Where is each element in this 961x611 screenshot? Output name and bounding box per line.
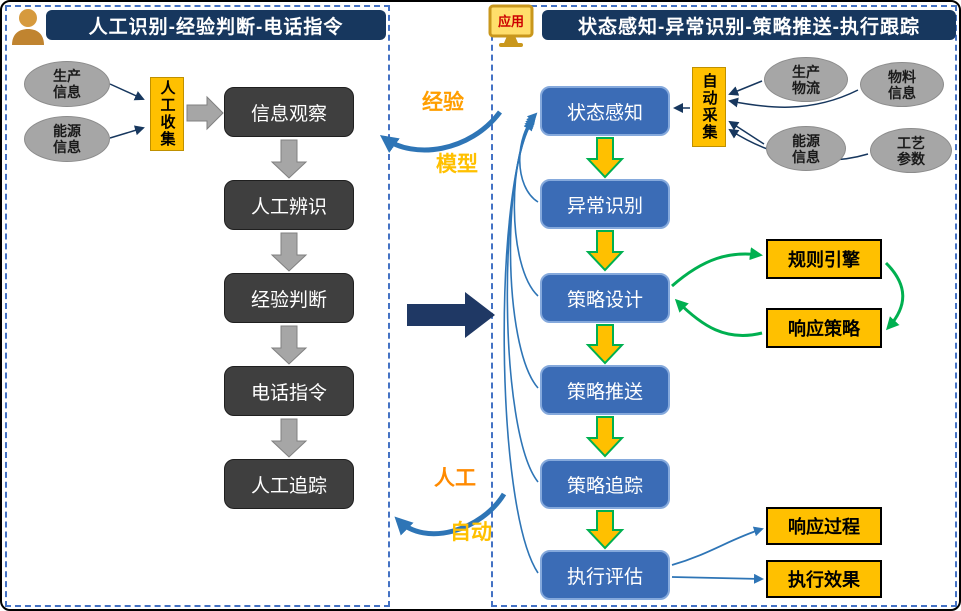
manual-auto-swoosh-arrow <box>394 492 507 537</box>
right-panel <box>491 5 957 607</box>
step-execution-evaluate: 执行评估 <box>540 550 670 600</box>
person-icon <box>12 9 44 45</box>
ellipse-label: 工艺参数 <box>897 134 925 167</box>
box-rule-engine: 规则引擎 <box>766 239 882 279</box>
feedback-arrows <box>503 112 539 574</box>
ellipse-material-info: 物料信息 <box>860 62 944 107</box>
application-monitor-icon: 应用 <box>488 4 534 47</box>
step-state-perception: 状态感知 <box>540 86 670 136</box>
manual-collect-box: 人工收集 <box>150 77 184 151</box>
collector-to-step-arrow <box>186 95 224 131</box>
big-transform-arrow <box>407 292 495 338</box>
label-auto: 自动 <box>450 521 492 544</box>
step-phone-command: 电话指令 <box>224 366 354 416</box>
ellipse-label: 物料信息 <box>888 68 916 101</box>
left-title: 人工识别-经验判断-电话指令 <box>46 10 386 40</box>
ellipse-label: 能源信息 <box>53 123 81 155</box>
ellipse-energy-info-left: 能源信息 <box>24 116 110 162</box>
left-panel <box>5 5 390 607</box>
box-response-strategy: 响应策略 <box>766 308 882 348</box>
right-title: 状态感知-异常识别-策略推送-执行跟踪 <box>542 10 956 40</box>
ellipse-energy-info-right: 能源信息 <box>766 126 846 171</box>
label-manual: 人工 <box>434 467 476 490</box>
experience-model-swoosh-arrow <box>379 110 502 153</box>
ellipse-label: 能源信息 <box>792 132 820 165</box>
box-execution-effect: 执行效果 <box>766 560 882 598</box>
label-model: 模型 <box>436 153 478 176</box>
box-response-process: 响应过程 <box>766 507 882 545</box>
step-manual-identify: 人工辨识 <box>224 180 354 230</box>
ellipse-label: 生产物流 <box>792 63 820 96</box>
auto-collect-box: 自动采集 <box>692 67 726 147</box>
ellipse-process-params: 工艺参数 <box>870 128 952 173</box>
step-strategy-track: 策略追踪 <box>540 459 670 509</box>
step-strategy-push: 策略推送 <box>540 365 670 415</box>
strategy-loop-arrows <box>671 247 905 338</box>
left-flow-arrows <box>270 139 308 458</box>
step-anomaly-identify: 异常识别 <box>540 179 670 229</box>
step-manual-track: 人工追踪 <box>224 459 354 509</box>
left-source-arrows <box>109 83 145 139</box>
app-icon-label: 应用 <box>498 14 524 29</box>
ellipse-label: 生产信息 <box>53 68 81 100</box>
right-flow-arrows <box>585 137 625 550</box>
evaluation-output-arrows <box>671 526 764 584</box>
ellipse-production-info: 生产信息 <box>24 61 110 107</box>
label-experience: 经验 <box>422 91 464 114</box>
ellipse-production-logistics: 生产物流 <box>764 57 848 102</box>
step-info-observe: 信息观察 <box>224 87 354 137</box>
step-experience-judge: 经验判断 <box>224 273 354 323</box>
step-strategy-design: 策略设计 <box>540 273 670 323</box>
